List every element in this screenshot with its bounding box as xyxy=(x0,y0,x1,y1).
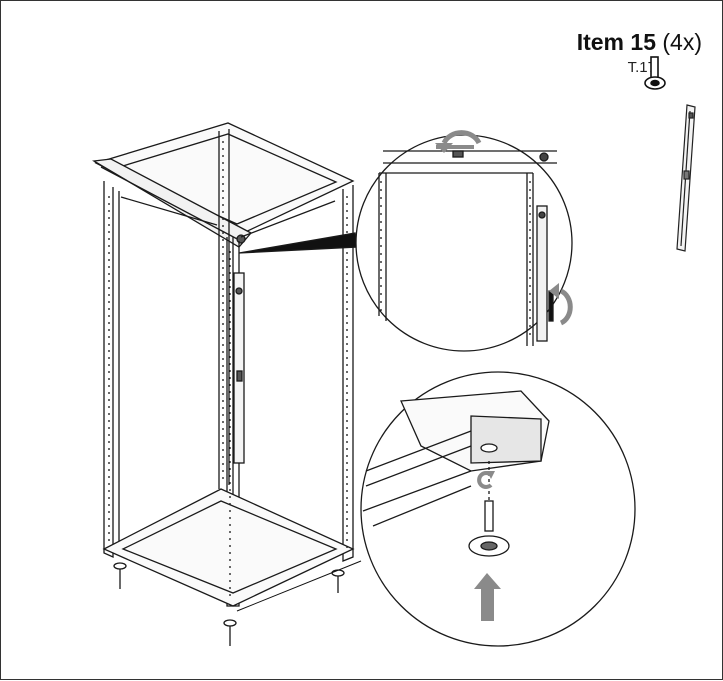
item-line: Item 15 (4x) xyxy=(577,29,702,56)
rotate-arrow-icon xyxy=(435,130,482,153)
callout-foot-detail xyxy=(360,371,636,647)
reference-code: T.17 xyxy=(627,59,656,76)
callout-top-rail-detail xyxy=(355,134,573,352)
leveling-foot-icon xyxy=(644,56,666,90)
rotate-arrow-icon xyxy=(549,283,573,326)
up-arrow-icon xyxy=(474,573,501,621)
item-label: Item 15 xyxy=(576,29,656,55)
rack-cabinet-frame xyxy=(92,122,362,646)
item-quantity: (4x) xyxy=(662,29,702,55)
side-rail-part-icon xyxy=(676,104,696,252)
rotate-arrow-icon xyxy=(477,471,495,489)
item-header: Item 15 (4x) T.17 xyxy=(577,29,702,76)
